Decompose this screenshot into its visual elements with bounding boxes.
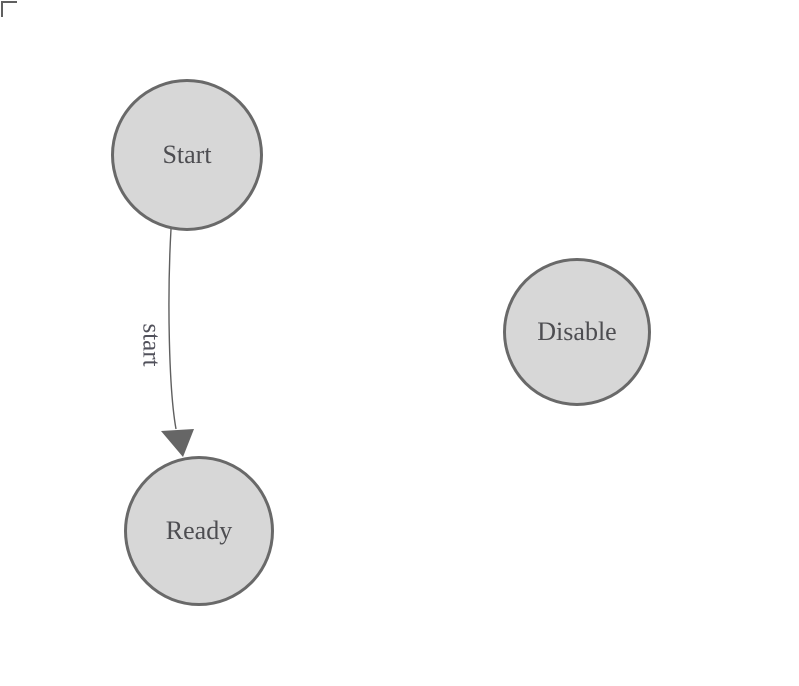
transition-label-start[interactable]: start	[137, 323, 165, 367]
transition-edge-start-to-ready[interactable]	[168, 228, 177, 430]
transition-arrowhead-icon	[161, 429, 194, 457]
canvas-corner-marker	[1, 1, 17, 17]
state-node-disable[interactable]: Disable	[503, 258, 651, 406]
state-node-disable-label: Disable	[537, 317, 617, 346]
state-node-start[interactable]: Start	[111, 79, 263, 231]
state-node-ready-label: Ready	[165, 516, 233, 545]
state-node-start-label: Start	[162, 140, 212, 169]
state-node-ready[interactable]: Ready	[124, 456, 274, 606]
